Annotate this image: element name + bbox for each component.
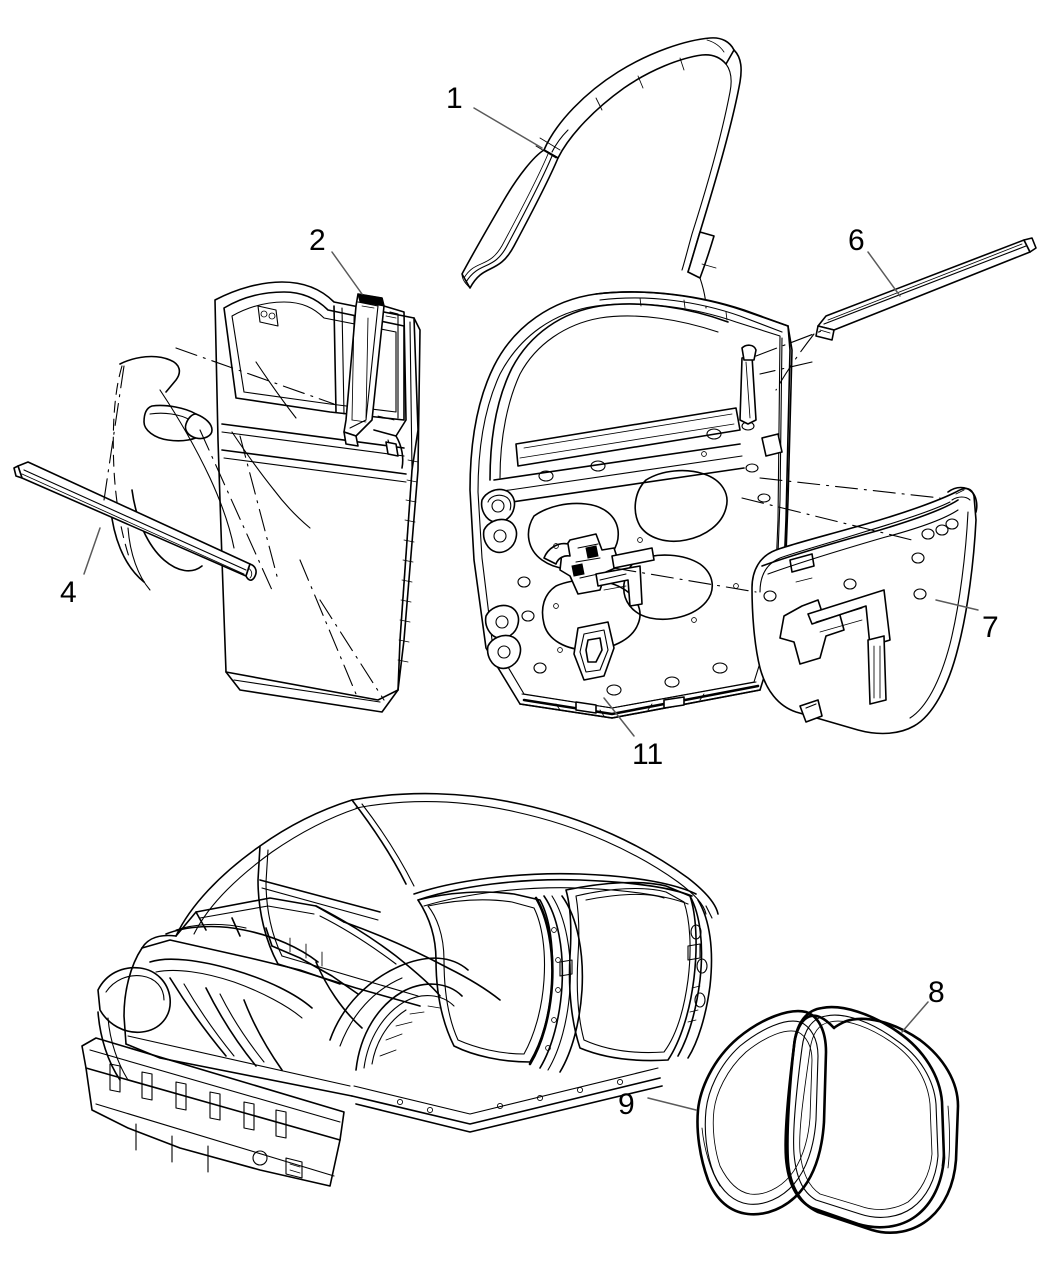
door-hinges (480, 488, 522, 670)
rear-door-inner-panel-view (469, 291, 793, 719)
callout-8: 8 (928, 976, 945, 1009)
part-1-door-frame-weatherstrip (461, 37, 742, 289)
callout-7: 7 (982, 611, 999, 644)
body-in-white-view (81, 792, 719, 1187)
window-regulator (543, 533, 655, 607)
part-2-b-pillar-applique (343, 293, 385, 447)
part-8-door-opening-seal (784, 1005, 960, 1234)
front-door-exterior-view (109, 281, 421, 713)
part-7-water-shield (751, 486, 978, 735)
part-4-belt-weatherstrip (13, 461, 257, 581)
callout-6: 6 (848, 224, 865, 257)
part-9-door-opening-seal (696, 1009, 828, 1216)
leader-lines (83, 107, 979, 1111)
callout-4: 4 (60, 576, 77, 609)
assembly-reference-lines (103, 277, 941, 701)
callout-9: 9 (618, 1088, 635, 1121)
part-6-belt-weatherstrip (815, 237, 1037, 341)
b-pillar-frame (373, 305, 407, 469)
callout-11: 11 (632, 738, 664, 771)
callout-2: 2 (309, 224, 326, 257)
callout-1: 1 (446, 82, 463, 115)
